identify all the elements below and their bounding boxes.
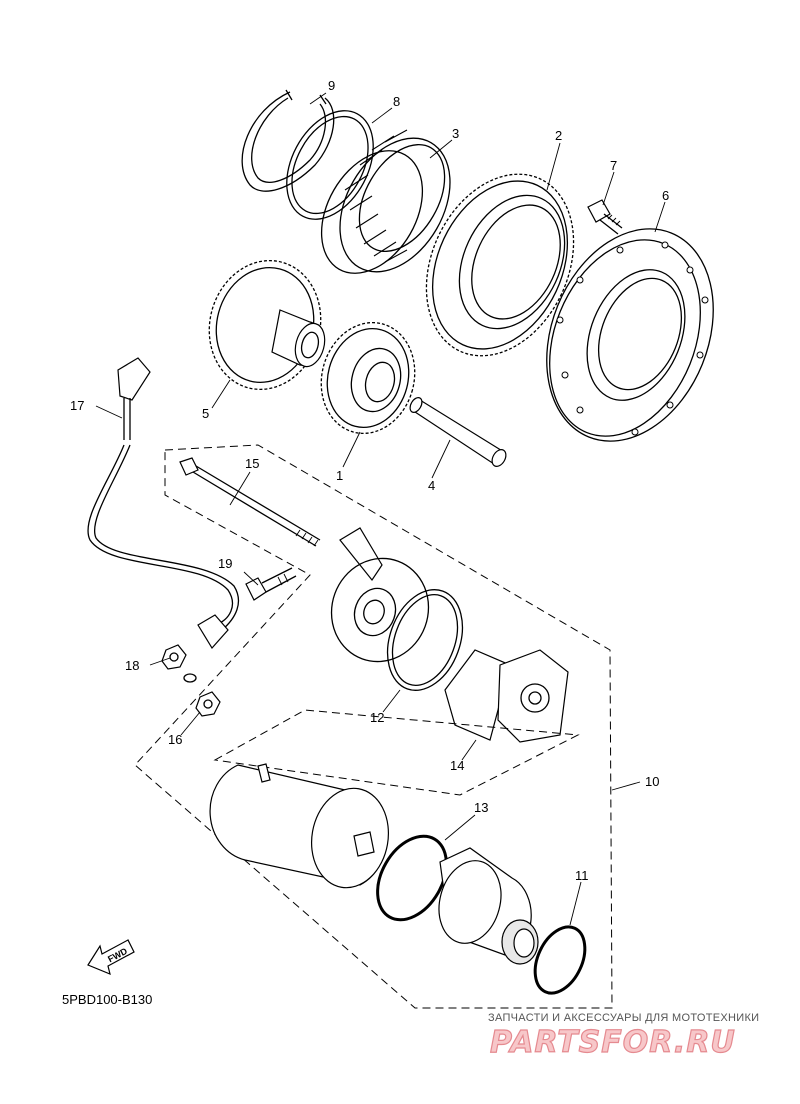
fwd-arrow-icon: FWD (87, 939, 135, 976)
callout-19[interactable]: 19 (218, 556, 232, 571)
part-18-nut[interactable] (161, 644, 187, 670)
front-cover[interactable] (317, 527, 443, 675)
callout-18[interactable]: 18 (125, 658, 139, 673)
callout-7[interactable]: 7 (610, 158, 617, 173)
callout-10[interactable]: 10 (645, 774, 659, 789)
diagram-code: 5PBD100-B130 (62, 992, 152, 1007)
rear-cover[interactable] (430, 847, 539, 965)
starter-motor-body[interactable] (209, 709, 580, 894)
callout-12[interactable]: 12 (370, 710, 384, 725)
callout-13[interactable]: 13 (474, 800, 488, 815)
part-4-shaft[interactable] (408, 396, 509, 469)
part-7-bolt[interactable] (587, 199, 623, 235)
callout-1[interactable]: 1 (336, 468, 343, 483)
callout-4[interactable]: 4 (428, 478, 435, 493)
watermark-brand: PARTSFOR.RU (490, 1025, 736, 1060)
callout-6[interactable]: 6 (662, 188, 669, 203)
part-2-driven-gear[interactable] (398, 150, 602, 380)
callout-2[interactable]: 2 (555, 128, 562, 143)
part-11-o-ring[interactable] (525, 919, 594, 1001)
assembly-boundary (134, 444, 613, 1009)
callout-11[interactable]: 11 (575, 868, 589, 883)
part-17-lead-wire[interactable] (87, 357, 239, 683)
part-13-o-ring[interactable] (364, 824, 461, 932)
callout-9[interactable]: 9 (328, 78, 335, 93)
part-6-clutch-housing[interactable] (516, 204, 743, 466)
part-5-idler-gear[interactable] (195, 248, 335, 402)
part-15-long-bolt[interactable] (179, 457, 321, 547)
watermark-tagline: ЗАПЧАСТИ И АКСЕССУАРЫ ДЛЯ МОТОТЕХНИКИ (488, 1012, 759, 1024)
part-1-idler-gear[interactable] (309, 312, 427, 444)
callout-15[interactable]: 15 (245, 456, 259, 471)
callout-16[interactable]: 16 (168, 732, 182, 747)
part-16-nut[interactable] (195, 691, 221, 717)
callout-labels: 9 8 3 2 7 6 5 1 4 17 15 19 18 16 12 14 1… (70, 78, 669, 883)
part-14-brush-plate[interactable] (444, 649, 569, 743)
callout-14[interactable]: 14 (450, 758, 464, 773)
part-12-o-ring[interactable] (374, 579, 475, 701)
leader-lines (95, 92, 666, 926)
part-9-circlip[interactable] (241, 89, 335, 192)
watermark: ЗАПЧАСТИ И АКСЕССУАРЫ ДЛЯ МОТОТЕХНИКИ PA… (488, 1012, 759, 1061)
part-19-bolt[interactable] (245, 567, 297, 601)
callout-5[interactable]: 5 (202, 406, 209, 421)
part-3-one-way-clutch[interactable] (301, 119, 473, 292)
callout-17[interactable]: 17 (70, 398, 84, 413)
part-8-ring[interactable] (269, 96, 391, 234)
callout-8[interactable]: 8 (393, 94, 400, 109)
callout-3[interactable]: 3 (452, 126, 459, 141)
